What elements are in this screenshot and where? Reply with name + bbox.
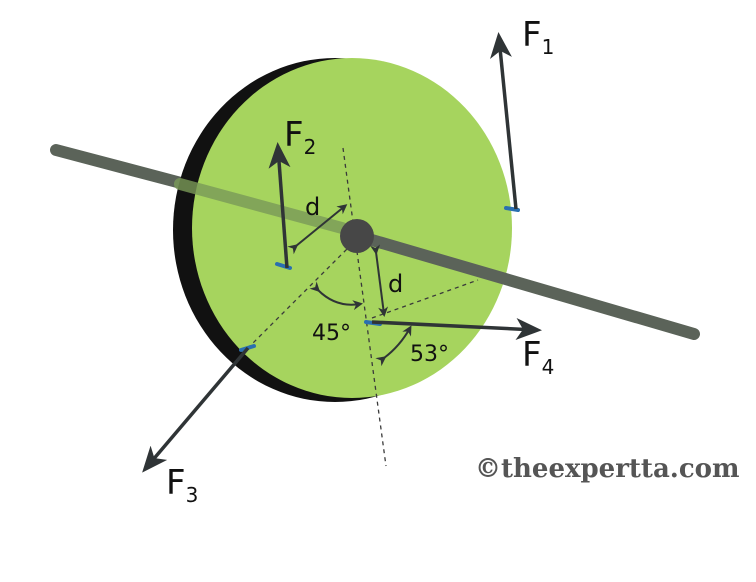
force-label-f2: F2 xyxy=(284,115,316,159)
force-label-f1: F1 xyxy=(522,15,554,59)
angle-arc-45 xyxy=(309,281,363,311)
dimension-label-d-lower: d xyxy=(388,270,403,298)
dimension-label-d-upper: d xyxy=(305,193,320,221)
force-arrow-f2 xyxy=(268,142,291,269)
copyright-watermark: ©theexpertta.com xyxy=(475,454,740,484)
dimension-arrow-d-upper xyxy=(287,204,348,255)
force-arrow-f1 xyxy=(490,32,518,210)
dashed-reference-lines xyxy=(247,147,479,467)
force-label-f3: F3 xyxy=(166,463,198,507)
angle-label-53: 53° xyxy=(410,342,449,367)
force-arrow-f3 xyxy=(142,346,250,473)
force-label-f4: F4 xyxy=(522,335,554,379)
force-arrow-f4 xyxy=(371,318,542,341)
dimension-arrow-d-lower xyxy=(370,244,389,317)
angle-arc-53 xyxy=(375,325,412,367)
angle-label-45: 45° xyxy=(312,321,351,346)
axle-front xyxy=(359,232,700,340)
hub xyxy=(340,219,374,253)
